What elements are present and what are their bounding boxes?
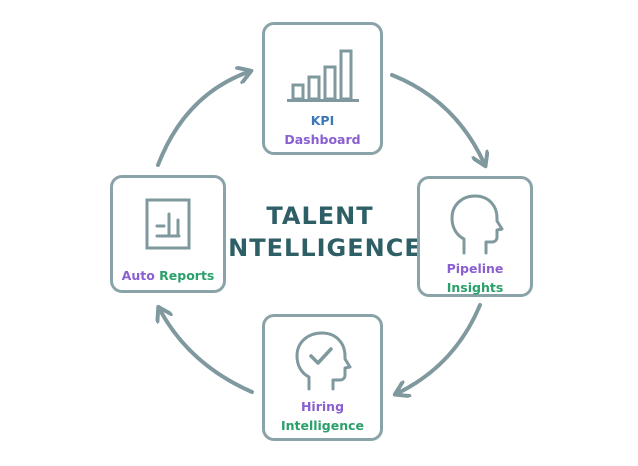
node-pipeline-label: Pipeline Insights bbox=[420, 259, 530, 297]
center-title-line1: TALENT bbox=[266, 202, 374, 230]
center-title-line2: INTELLIGENCE bbox=[218, 234, 422, 262]
node-hiring-intelligence: Hiring Intelligence bbox=[262, 314, 383, 441]
arrow-reports-to-kpi bbox=[156, 72, 248, 167]
node-hiring-label: Hiring Intelligence bbox=[265, 397, 380, 435]
center-title: TALENT INTELLIGENCE bbox=[200, 200, 440, 264]
node-hiring-label-line2: Intelligence bbox=[280, 418, 365, 433]
head-profile-icon bbox=[450, 194, 504, 255]
arrow-pipeline-to-hiring bbox=[398, 303, 482, 393]
arrow-kpi-to-pipeline bbox=[390, 73, 484, 163]
arrow-hiring-to-reports bbox=[160, 310, 254, 394]
head-check-icon bbox=[295, 331, 352, 391]
node-pipeline-label-line2: Insights bbox=[446, 280, 504, 295]
node-kpi-label: KPI Dashboard bbox=[265, 111, 380, 149]
node-hiring-label-line1: Hiring bbox=[300, 399, 345, 414]
node-auto-reports: Auto Reports bbox=[110, 175, 226, 293]
node-kpi-dashboard: KPI Dashboard bbox=[262, 22, 383, 155]
bar-chart-icon bbox=[287, 49, 359, 102]
node-reports-label: Auto Reports bbox=[113, 266, 223, 285]
node-kpi-label-line1: KPI bbox=[310, 113, 335, 128]
node-pipeline-insights: Pipeline Insights bbox=[417, 176, 533, 297]
node-kpi-label-line2: Dashboard bbox=[284, 132, 361, 147]
report-document-icon bbox=[145, 198, 191, 250]
node-reports-label-line1: Auto Reports bbox=[113, 266, 223, 285]
node-reports-label-auto: Auto bbox=[121, 268, 160, 283]
node-reports-label-reports: Reports bbox=[159, 268, 215, 283]
node-pipeline-label-line1: Pipeline bbox=[446, 261, 504, 276]
